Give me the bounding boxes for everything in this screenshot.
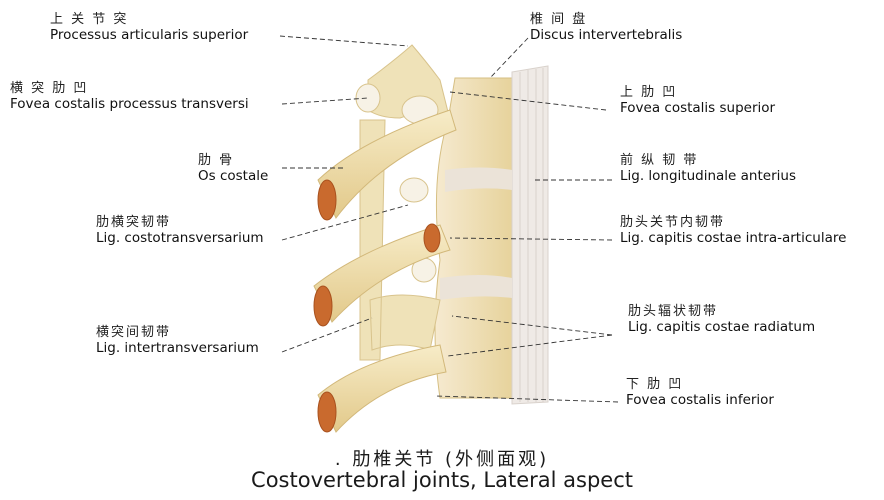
caption-english: Costovertebral joints, Lateral aspect — [251, 468, 633, 492]
rib-tubercle-facet — [399, 177, 429, 203]
label-lig-capitis-costae-radiatum: 肋头辐状韧带 Lig. capitis costae radiatum — [628, 304, 816, 335]
label-lig-intertransversarium: 横突间韧带 Lig. intertransversarium — [96, 325, 259, 356]
label-en: Lig. costotransversarium — [96, 229, 264, 246]
label-en: Fovea costalis processus transversi — [10, 95, 249, 112]
label-discus-intervertebralis: 椎 间 盘 Discus intervertebralis — [530, 12, 683, 43]
label-en: Os costale — [198, 167, 269, 184]
label-zh: 椎 间 盘 — [530, 12, 588, 27]
label-en: Processus articularis superior — [50, 26, 249, 43]
intervertebral-disc-1 — [445, 167, 512, 192]
caption-chinese: . 肋椎关节 (外侧面观) — [334, 449, 550, 470]
transverse-facet — [355, 83, 381, 113]
label-en: Fovea costalis superior — [620, 99, 776, 116]
rib-upper — [317, 109, 457, 221]
label-zh: 肋横突韧带 — [96, 215, 172, 230]
label-zh: 肋头辐状韧带 — [628, 304, 719, 319]
label-en: Fovea costalis inferior — [626, 391, 774, 408]
label-en: Lig. intertransversarium — [96, 339, 259, 356]
label-zh: 前 纵 韧 带 — [620, 153, 699, 168]
label-lig-costotransversarium: 肋横突韧带 Lig. costotransversarium — [96, 215, 264, 246]
label-en: Lig. capitis costae radiatum — [628, 318, 816, 335]
label-en: Lig. longitudinale anterius — [620, 167, 796, 184]
label-zh: 横 突 肋 凹 — [10, 81, 89, 96]
label-os-costale: 肋 骨 Os costale — [198, 153, 269, 184]
label-lig-longitudinale-anterius: 前 纵 韧 带 Lig. longitudinale anterius — [620, 153, 796, 184]
leader-lines — [279, 35, 619, 403]
label-fovea-costalis-processus-transversi: 横 突 肋 凹 Fovea costalis processus transve… — [10, 81, 249, 112]
intervertebral-disc-2 — [440, 275, 512, 300]
label-zh: 上 肋 凹 — [620, 85, 678, 100]
label-processus-articularis-superior: 上 关 节 突 Processus articularis superior — [50, 12, 249, 43]
label-fovea-costalis-superior: 上 肋 凹 Fovea costalis superior — [620, 85, 776, 116]
label-en: Discus intervertebralis — [530, 26, 683, 43]
rib-middle — [313, 223, 451, 327]
label-fovea-costalis-inferior: 下 肋 凹 Fovea costalis inferior — [626, 377, 774, 408]
costovertebral-illustration — [279, 35, 619, 433]
label-lig-capitis-costae-intra-articulare: 肋头关节内韧带 Lig. capitis costae intra-articu… — [620, 215, 847, 246]
label-zh: 肋 骨 — [198, 153, 235, 168]
label-zh: 下 肋 凹 — [626, 377, 684, 392]
label-zh: 上 关 节 突 — [50, 12, 129, 27]
label-zh: 肋头关节内韧带 — [620, 215, 726, 230]
rib-lower — [317, 344, 447, 433]
label-en: Lig. capitis costae intra-articulare — [620, 229, 847, 246]
label-zh: 横突间韧带 — [96, 325, 172, 340]
